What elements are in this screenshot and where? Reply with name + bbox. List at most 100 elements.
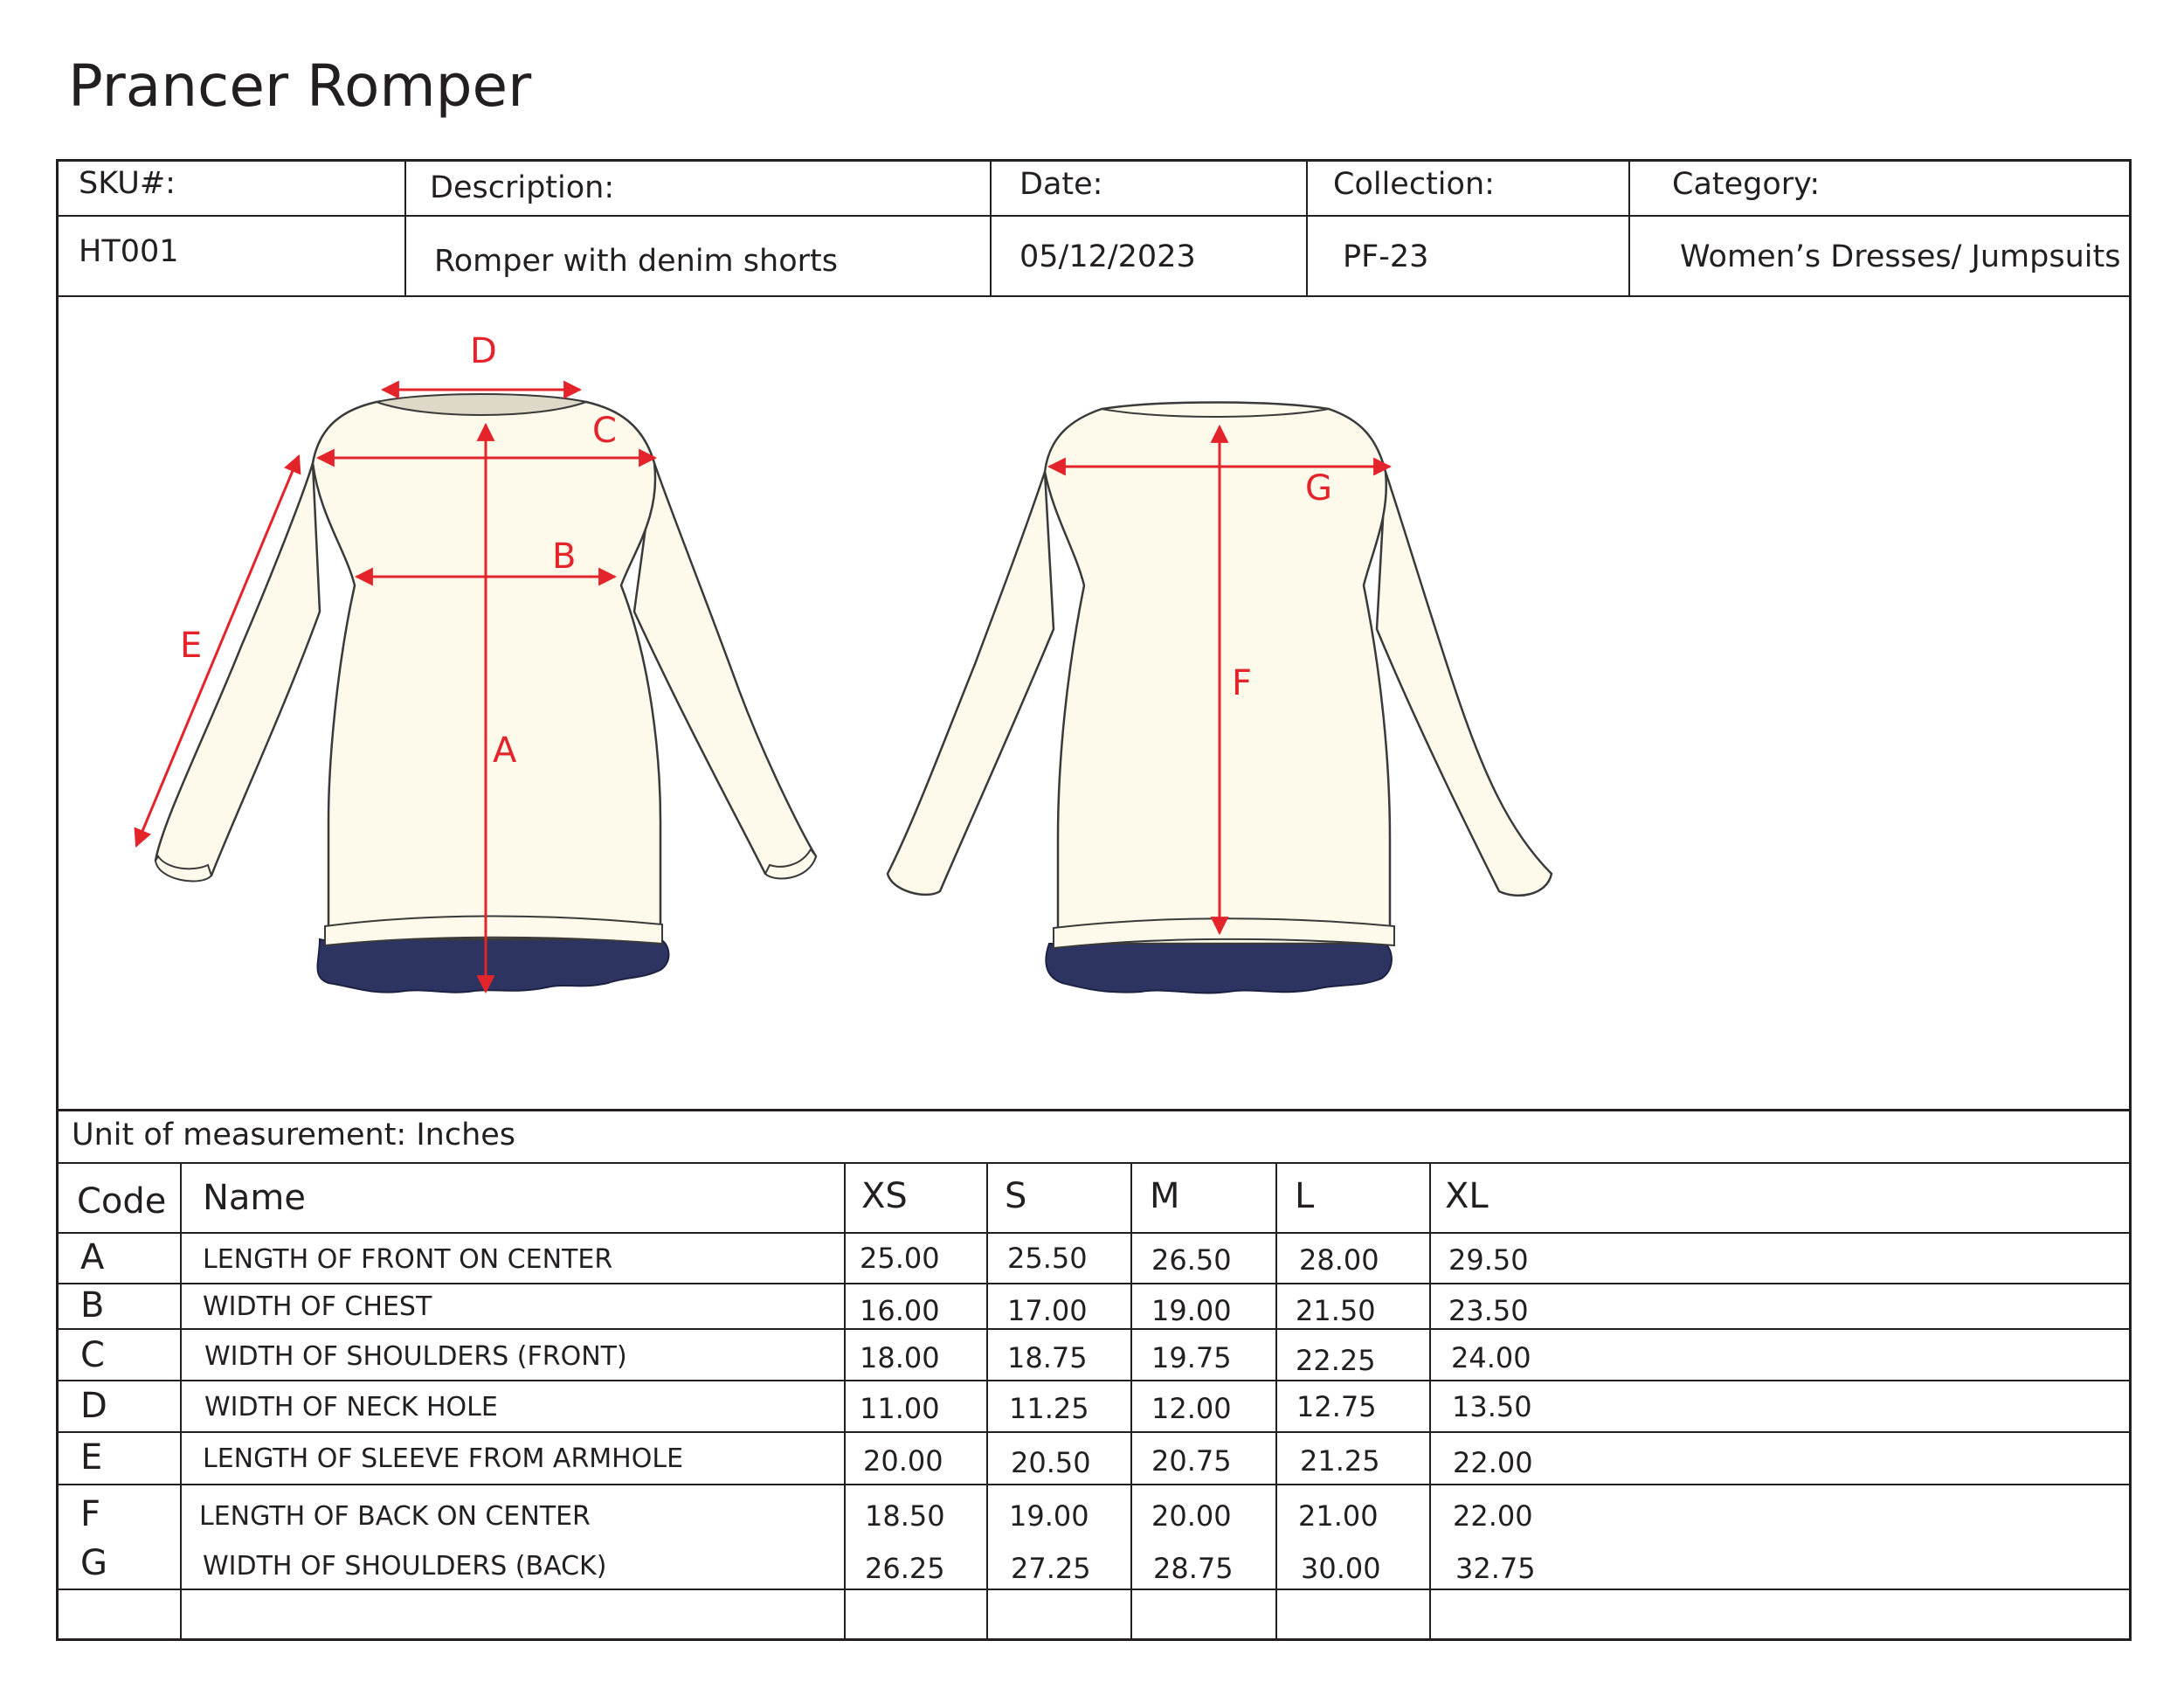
row-g-code: G xyxy=(80,1543,107,1583)
row-f-code: F xyxy=(80,1494,101,1534)
row-f-name: LENGTH OF BACK ON CENTER xyxy=(199,1501,591,1532)
row-e-xs: 20.00 xyxy=(863,1444,943,1478)
row-b-s: 17.00 xyxy=(1007,1294,1088,1327)
table-header-line xyxy=(56,1232,2132,1234)
measurement-lines xyxy=(134,380,1393,994)
description-label: Description: xyxy=(430,170,615,205)
col-size-l: L xyxy=(1295,1176,1315,1216)
row-g-name: WIDTH OF SHOULDERS (BACK) xyxy=(203,1551,607,1582)
col-size-m: M xyxy=(1150,1176,1180,1216)
row-f-xl: 22.00 xyxy=(1453,1499,1533,1533)
row-line xyxy=(56,1380,2132,1381)
row-d-s: 11.25 xyxy=(1009,1392,1089,1425)
table-col-line xyxy=(986,1163,988,1641)
col-code-header: Code xyxy=(77,1181,167,1222)
unit-of-measurement: Unit of measurement: Inches xyxy=(72,1118,516,1153)
col-size-xl: XL xyxy=(1445,1176,1489,1216)
row-c-xs: 18.00 xyxy=(860,1341,940,1374)
col-name-header: Name xyxy=(203,1178,307,1218)
row-f-s: 19.00 xyxy=(1009,1499,1089,1533)
unit-divider xyxy=(56,1162,2132,1164)
header-divider xyxy=(56,215,2132,217)
marker-e: E xyxy=(180,626,202,666)
row-c-l: 22.25 xyxy=(1296,1344,1376,1377)
row-f-l: 21.00 xyxy=(1298,1499,1379,1533)
row-a-xl: 29.50 xyxy=(1448,1243,1529,1277)
collection-label: Collection: xyxy=(1333,167,1495,202)
header-col-line xyxy=(1306,159,1308,297)
left-cuff xyxy=(154,855,213,883)
row-g-s: 27.25 xyxy=(1011,1552,1091,1585)
garment-sketch: D C B A E F G xyxy=(134,331,1553,994)
row-line xyxy=(56,1484,2132,1485)
row-e-s: 20.50 xyxy=(1011,1446,1091,1479)
row-line xyxy=(56,1283,2132,1284)
page-title: Prancer Romper xyxy=(68,52,532,120)
row-c-s: 18.75 xyxy=(1007,1341,1088,1374)
ruffle-hem xyxy=(316,938,670,993)
col-size-xs: XS xyxy=(861,1176,908,1216)
row-g-l: 30.00 xyxy=(1301,1552,1381,1585)
table-col-line xyxy=(180,1163,182,1641)
row-b-code: B xyxy=(80,1285,105,1326)
row-line xyxy=(56,1431,2132,1433)
date-value: 05/12/2023 xyxy=(1019,239,1196,274)
row-g-m: 28.75 xyxy=(1153,1552,1234,1585)
row-a-name: LENGTH OF FRONT ON CENTER xyxy=(203,1244,613,1275)
row-e-name: LENGTH OF SLEEVE FROM ARMHOLE xyxy=(203,1443,684,1474)
row-b-l: 21.50 xyxy=(1296,1294,1376,1327)
category-label: Category: xyxy=(1672,167,1821,202)
row-c-m: 19.75 xyxy=(1151,1341,1232,1374)
sku-value: HT001 xyxy=(79,234,179,269)
row-e-xl: 22.00 xyxy=(1453,1446,1533,1479)
row-d-xs: 11.00 xyxy=(860,1392,940,1425)
measure-e xyxy=(134,454,301,848)
back-ruffle xyxy=(1045,943,1393,994)
row-e-code: E xyxy=(80,1437,103,1478)
right-cuff xyxy=(764,848,818,880)
row-a-code: A xyxy=(80,1237,105,1277)
category-value: Women’s Dresses/ Jumpsuits xyxy=(1680,239,2121,274)
marker-a: A xyxy=(493,730,517,771)
spec-sheet xyxy=(56,159,2132,1641)
row-f-xs: 18.50 xyxy=(865,1499,945,1533)
back-left-sleeve xyxy=(886,471,1055,896)
row-b-xs: 16.00 xyxy=(860,1294,940,1327)
table-top-line xyxy=(56,1109,2132,1111)
description-value: Romper with denim shorts xyxy=(434,244,838,279)
table-col-line xyxy=(1130,1163,1132,1641)
row-a-m: 26.50 xyxy=(1151,1243,1232,1277)
marker-b: B xyxy=(552,536,576,577)
row-line xyxy=(56,1328,2132,1330)
row-f-m: 20.00 xyxy=(1151,1499,1232,1533)
back-neckline xyxy=(1101,408,1330,418)
col-size-s: S xyxy=(1005,1176,1027,1216)
header-col-line xyxy=(404,159,406,297)
row-a-s: 25.50 xyxy=(1007,1242,1088,1275)
marker-d: D xyxy=(470,331,497,371)
table-col-line xyxy=(1429,1163,1431,1641)
row-e-l: 21.25 xyxy=(1300,1444,1380,1478)
row-b-m: 19.00 xyxy=(1151,1294,1232,1327)
row-c-name: WIDTH OF SHOULDERS (FRONT) xyxy=(204,1341,627,1372)
row-b-xl: 23.50 xyxy=(1448,1294,1529,1327)
back-body xyxy=(1043,401,1392,945)
marker-f: F xyxy=(1232,663,1252,703)
collection-value: PF-23 xyxy=(1343,239,1429,274)
row-e-m: 20.75 xyxy=(1151,1444,1232,1478)
header-bottom-line xyxy=(56,295,2132,297)
row-d-name: WIDTH OF NECK HOLE xyxy=(204,1392,498,1422)
row-c-xl: 24.00 xyxy=(1451,1341,1531,1374)
left-sleeve xyxy=(154,462,321,881)
table-col-line xyxy=(844,1163,846,1641)
row-g-xs: 26.25 xyxy=(865,1552,945,1585)
row-d-l: 12.75 xyxy=(1296,1390,1377,1423)
back-right-sleeve xyxy=(1375,471,1553,897)
table-col-line xyxy=(1275,1163,1277,1641)
date-label: Date: xyxy=(1019,167,1103,202)
marker-c: C xyxy=(592,411,617,451)
row-line xyxy=(56,1589,2132,1590)
row-d-xl: 13.50 xyxy=(1452,1390,1532,1423)
row-b-name: WIDTH OF CHEST xyxy=(203,1291,432,1322)
header-col-line xyxy=(990,159,992,297)
